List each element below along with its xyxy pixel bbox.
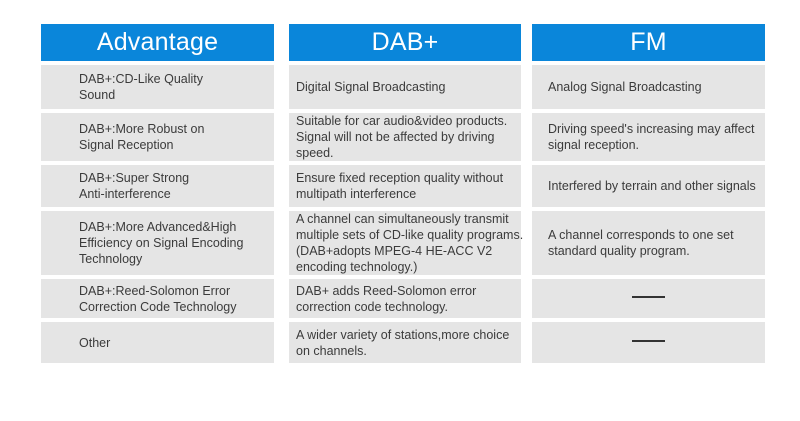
table-cell: DAB+:Super Strong Anti-interference <box>41 165 274 207</box>
table-cell: A channel can simultaneously transmit mu… <box>289 211 524 275</box>
cell-text: DAB+:More Robust on Signal Reception <box>79 122 205 152</box>
cell-text: A wider variety of stations,more choice … <box>296 327 510 358</box>
cell-text: Suitable for car audio&video products. S… <box>296 114 508 160</box>
column-header-dab: DAB+ <box>289 24 521 61</box>
table-cell-dash <box>532 322 765 363</box>
cell-text: Digital Signal Broadcasting <box>296 80 446 94</box>
table-cell: Other <box>41 322 274 363</box>
cell-text: Ensure fixed reception quality without m… <box>296 171 504 201</box>
cell-text: Interfered by terrain and other signals <box>548 179 756 193</box>
table-cell: Driving speed's increasing may affect si… <box>532 113 765 161</box>
cell-text: DAB+:Super Strong Anti-interference <box>79 171 190 201</box>
table-cell: DAB+ adds Reed-Solomon error correction … <box>289 279 521 318</box>
cell-text: DAB+:More Advanced&High Efficiency on Si… <box>79 220 244 266</box>
table-cell: DAB+:Reed-Solomon Error Correction Code … <box>41 279 274 318</box>
table-cell: Interfered by terrain and other signals <box>532 165 765 207</box>
column-header-advantage: Advantage <box>41 24 274 61</box>
cell-text: DAB+:CD-Like Quality Sound <box>79 72 203 102</box>
table-cell: Ensure fixed reception quality without m… <box>289 165 521 207</box>
table-cell: Analog Signal Broadcasting <box>532 65 765 109</box>
table-cell-dash <box>532 279 765 318</box>
cell-text: A channel corresponds to one set standar… <box>548 228 734 258</box>
cell-text: Analog Signal Broadcasting <box>548 80 702 94</box>
table-cell: Digital Signal Broadcasting <box>289 65 521 109</box>
table-cell: Suitable for car audio&video products. S… <box>289 113 521 161</box>
table-cell: A channel corresponds to one set standar… <box>532 211 765 275</box>
column-header-fm: FM <box>532 24 765 61</box>
cell-text: A channel can simultaneously transmit mu… <box>296 212 524 274</box>
table-cell: DAB+:More Robust on Signal Reception <box>41 113 274 161</box>
cell-text: DAB+:Reed-Solomon Error Correction Code … <box>79 283 237 314</box>
table-cell: DAB+:More Advanced&High Efficiency on Si… <box>41 211 274 275</box>
cell-text: Other <box>79 335 111 350</box>
cell-text: DAB+ adds Reed-Solomon error correction … <box>296 283 477 314</box>
table-cell: DAB+:CD-Like Quality Sound <box>41 65 274 109</box>
dash-placeholder-icon <box>632 340 665 342</box>
cell-text: Driving speed's increasing may affect si… <box>548 122 755 152</box>
dash-placeholder-icon <box>632 296 665 298</box>
table-cell: A wider variety of stations,more choice … <box>289 322 521 363</box>
